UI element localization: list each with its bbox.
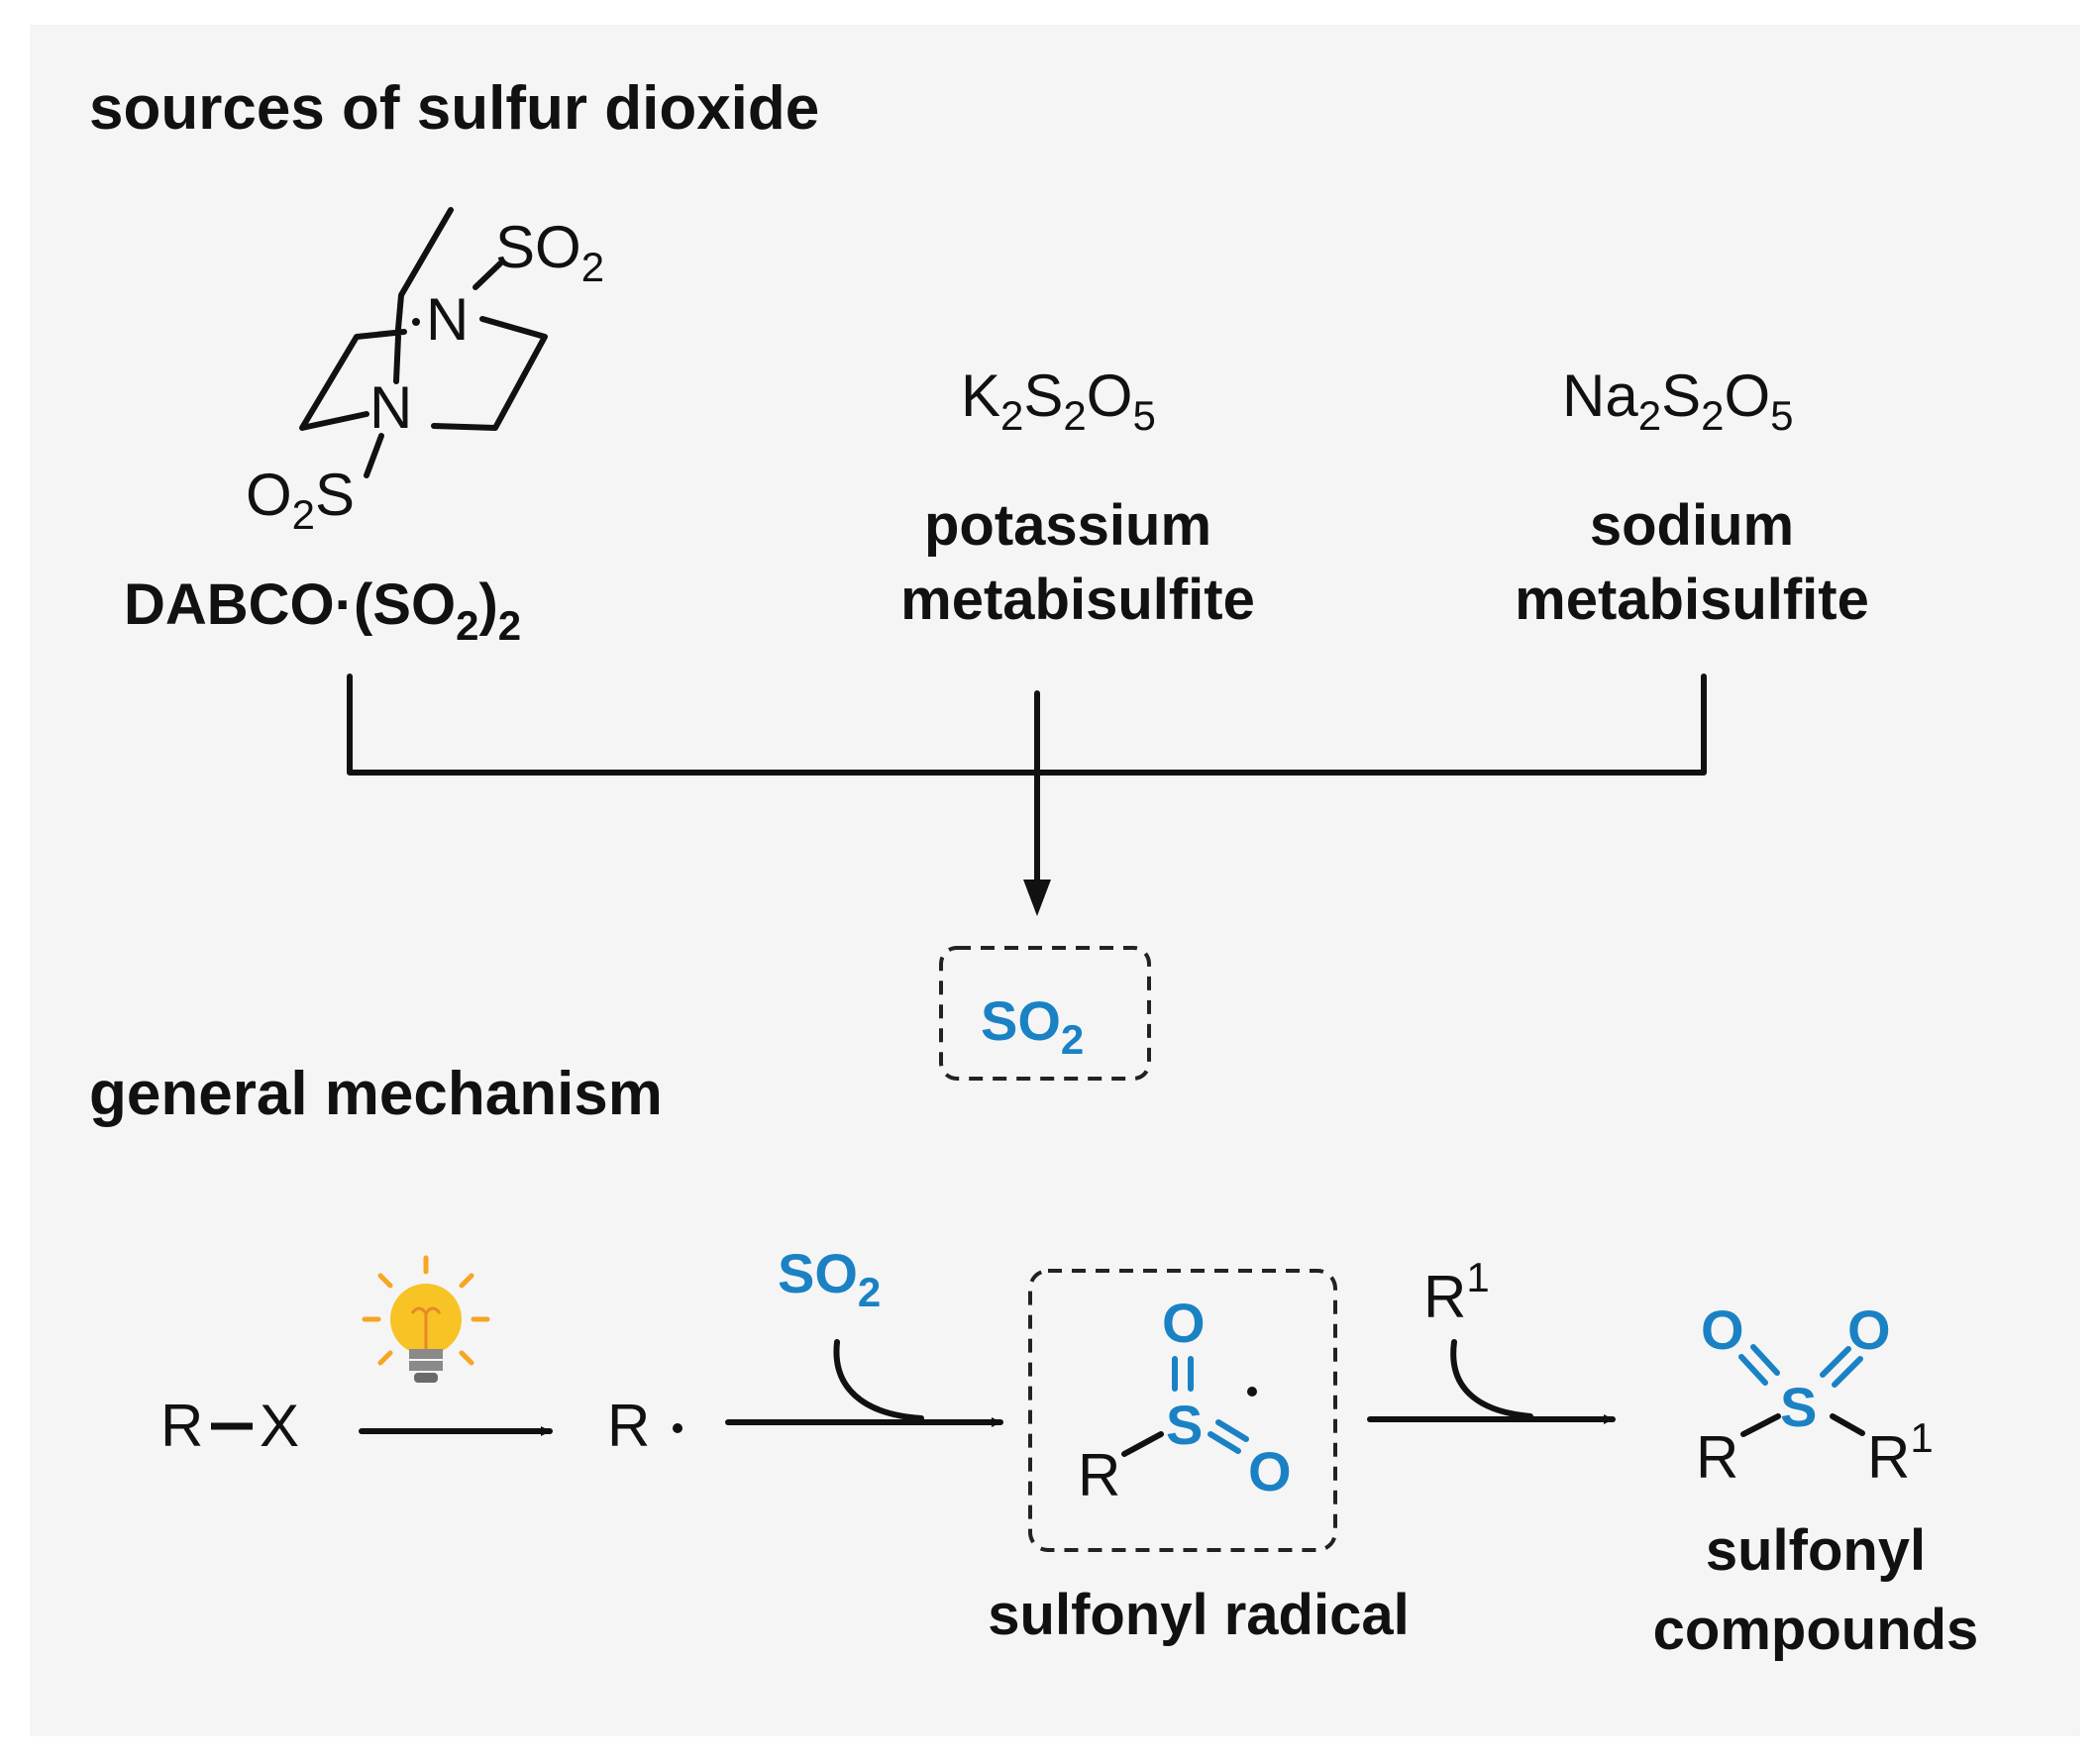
compound-s: S: [1780, 1376, 1817, 1438]
compound-r: R: [1696, 1424, 1738, 1491]
sulfonyl-radical-label: sulfonyl radical: [988, 1583, 1409, 1647]
converging-connector: [347, 674, 1707, 916]
r1-addition-curve: [1450, 1339, 1533, 1419]
so2-product-label: SO2: [981, 989, 1084, 1063]
radical-r-s-bond: [1121, 1431, 1164, 1457]
sulfonyl-radical-box: [1028, 1269, 1337, 1552]
potassium-name-line2: metabisulfite: [900, 568, 1255, 632]
compound-s-r1-bond: [1830, 1413, 1865, 1436]
light-bulb-icon: [362, 1255, 490, 1383]
so2-product-box: [939, 946, 1151, 1081]
radical-o-right: O: [1248, 1440, 1292, 1503]
dabco-so2-top: SO2: [495, 214, 604, 290]
sulfonyl-compound-label-line2: compounds: [1653, 1598, 1979, 1662]
sodium-formula: Na2S2O5: [1562, 363, 1793, 439]
radical-dot: [412, 318, 420, 326]
mechanism-heading: general mechanism: [89, 1060, 663, 1128]
radical-r: R: [1078, 1442, 1120, 1508]
dabco-label: DABCO·(SO2)2: [124, 572, 521, 649]
compound-r-s-bond: [1740, 1413, 1781, 1437]
compound-o-right: O: [1847, 1298, 1891, 1361]
arrow-head-down: [1023, 880, 1051, 916]
alkyl-radical-r: R: [607, 1393, 650, 1459]
sodium-name-line1: sodium: [1590, 493, 1794, 558]
substrate-r: R: [160, 1393, 203, 1459]
dabco-n-top: N: [426, 286, 469, 353]
alkyl-radical-dot: [673, 1423, 682, 1433]
so2-addition-curve: [833, 1339, 924, 1421]
compound-o-left: O: [1701, 1298, 1744, 1361]
sources-heading: sources of sulfur dioxide: [89, 74, 819, 143]
compound-r1: R1: [1867, 1414, 1934, 1491]
reagent-so2: SO2: [778, 1242, 881, 1315]
sulfonyl-radical-dot: [1247, 1387, 1257, 1397]
potassium-name-line1: potassium: [924, 493, 1211, 558]
reagent-r1: R1: [1423, 1254, 1490, 1330]
dabco-n-bottom: N: [369, 374, 412, 441]
sodium-name-line2: metabisulfite: [1515, 568, 1869, 632]
radical-o-top: O: [1162, 1292, 1206, 1354]
radical-s: S: [1166, 1394, 1203, 1456]
potassium-formula: K2S2O5: [961, 363, 1156, 439]
figure-panel: [30, 25, 2080, 1736]
substrate-x: X: [260, 1393, 299, 1459]
sulfonyl-compound-label-line1: sulfonyl: [1706, 1518, 1926, 1583]
dabco-structure: N N SO2 O2S: [246, 207, 604, 538]
dabco-o2s-bottom: O2S: [246, 462, 355, 538]
